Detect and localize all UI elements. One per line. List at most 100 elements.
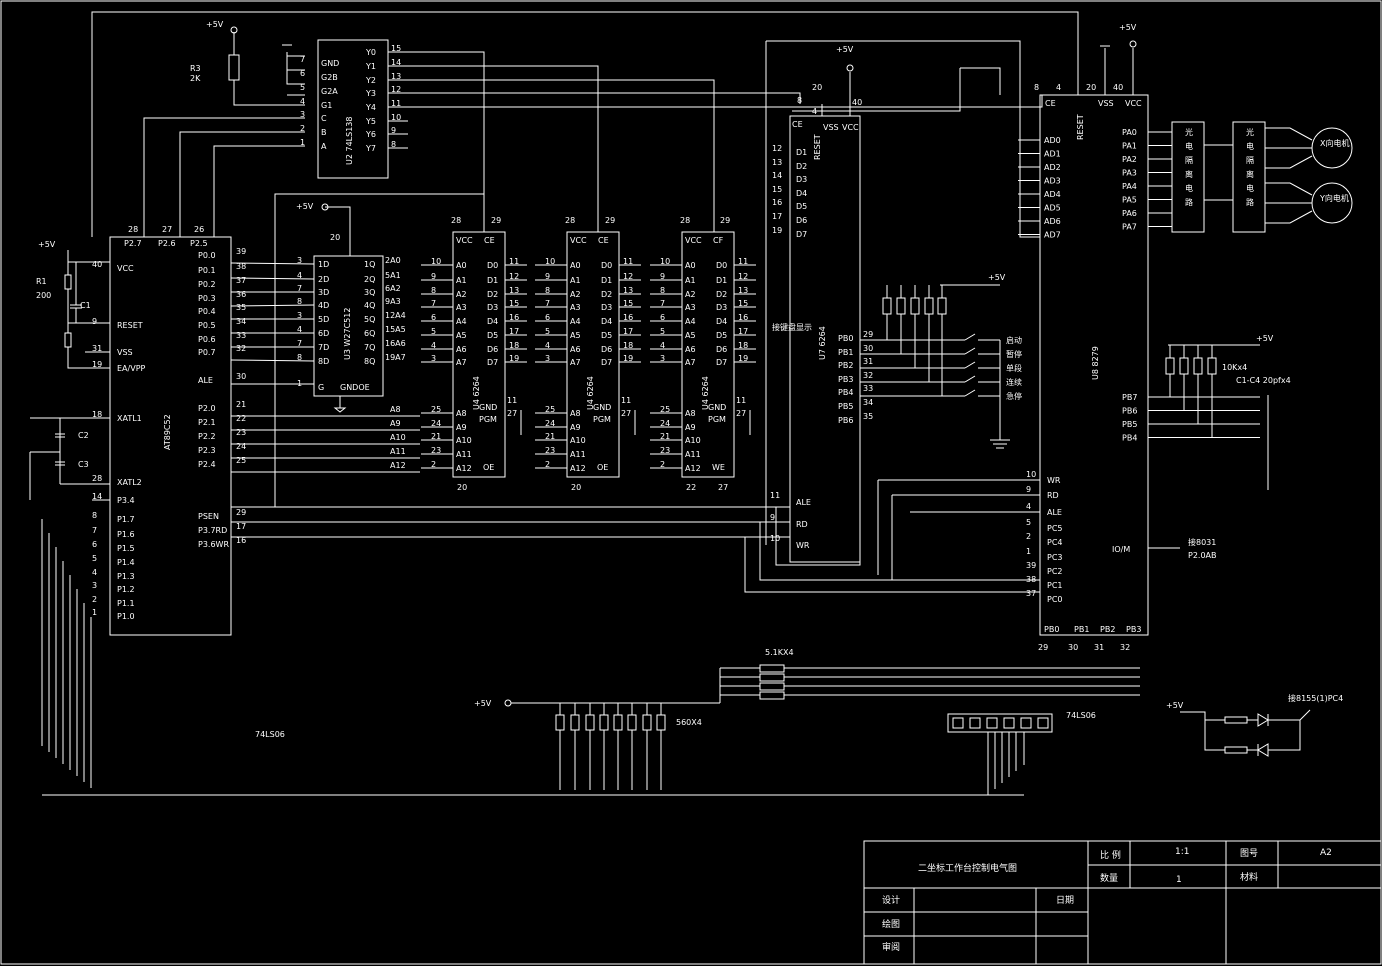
mem-pin-num: 29	[491, 216, 501, 225]
mem-pin-num: 28	[565, 216, 575, 225]
mem-pin-num: 9	[660, 272, 665, 281]
mem-pin-label: A11	[685, 450, 701, 459]
u1-pin-num: 4	[92, 568, 97, 577]
mem-pin-num: 18	[738, 341, 748, 350]
mem-pin-label: A1	[456, 276, 467, 285]
opto-label-1: 光电隔离电路	[1185, 127, 1193, 207]
mem-chip-body	[681, 231, 735, 478]
u7-pin-label: D3	[796, 175, 807, 184]
mem-pin-label: A7	[685, 358, 696, 367]
mem-pin-num: 11	[738, 257, 748, 266]
mem-pin-label: CE	[484, 236, 495, 245]
u1-pin-num: 22	[236, 414, 246, 423]
u1-pin-num: 29	[236, 508, 246, 517]
u8-pa-label: PA4	[1122, 182, 1137, 191]
mem-pin-label: A9	[456, 423, 467, 432]
u8-ad-label: AD7	[1044, 231, 1061, 240]
u8-ad-label: AD3	[1044, 177, 1061, 186]
mem-chip-name: U4 6264	[701, 376, 710, 410]
mem-pin-label: D4	[716, 317, 727, 326]
drive-section: 光电隔离电路 光电隔离电路 X向电机 Y向电机	[1171, 121, 1353, 233]
mem-pin-label: A6	[685, 345, 696, 354]
display-digit	[1037, 717, 1049, 729]
mem-pin-label: D7	[487, 358, 498, 367]
u7-pin-label: ALE	[796, 498, 811, 507]
p0-bus-wires	[230, 262, 315, 362]
u8-bottom-label: PB1	[1074, 625, 1089, 634]
u1-pin-label: P2.1	[198, 418, 216, 427]
u8-vss: VSS	[1098, 99, 1114, 108]
u1-pin-num: 17	[236, 522, 246, 531]
u1-pin-num: 34	[236, 317, 246, 326]
u8-pa-label: PA3	[1122, 169, 1137, 178]
u8-pin-num: 5	[1026, 518, 1031, 527]
mem-inner-label: GND	[479, 403, 497, 412]
mem-pin-num: 19	[509, 354, 519, 363]
u1-pin-label: P0.4	[198, 307, 216, 316]
mem-pin-label: D1	[716, 276, 727, 285]
tb-design-label: 设计	[882, 894, 900, 906]
mem-pin-num: 9	[431, 272, 436, 281]
u1-pin-label: P0.3	[198, 294, 216, 303]
mem-inner-label: PGM	[708, 415, 726, 424]
u2-pin-num: 11	[391, 99, 401, 108]
r3-group: +5V R3 2K	[190, 20, 292, 83]
mem-pin-label: A1	[685, 276, 696, 285]
mem-pin-num: 15	[623, 299, 633, 308]
display-resistor-560	[627, 714, 637, 731]
u3-pin-label: 3Q	[364, 288, 375, 297]
u2-pin-label: Y5	[365, 117, 376, 126]
u1-pin-num: 39	[236, 247, 246, 256]
u7-supply: +5V	[836, 45, 854, 54]
mem-pin-num: 19	[738, 354, 748, 363]
display-resistor-560	[585, 714, 595, 731]
mem-pin-label: CF	[713, 236, 724, 245]
u8-bottom-label: PB0	[1044, 625, 1059, 634]
u7-40-num: 40	[852, 98, 862, 107]
r3-supply: +5V	[206, 20, 224, 29]
u8-pin-label: PC2	[1047, 567, 1063, 576]
c1-label: C1	[80, 301, 91, 310]
c2-label: C2	[78, 431, 89, 440]
mem-pin-num: 17	[623, 327, 633, 336]
u3-pin-num: 12A4	[385, 311, 406, 320]
u1-pin-label: P1.4	[117, 558, 135, 567]
u1-pin-label: P1.0	[117, 612, 135, 621]
tb-drawno-label: 图号	[1240, 848, 1258, 859]
u8-name: U8 8279	[1091, 346, 1100, 380]
mem-pin-num: 18	[623, 341, 633, 350]
diode-supply: +5V	[1166, 701, 1184, 710]
x-motor-label: X向电机	[1320, 138, 1349, 148]
p0-wire	[230, 262, 315, 265]
u1-pin-label: P1.1	[117, 599, 135, 608]
u7-pb-num: 34	[863, 398, 873, 407]
mem-pin-label: D6	[601, 345, 612, 354]
display-resistor-560	[555, 714, 565, 731]
display-resistor-560	[599, 714, 609, 731]
mem-pin-label: A12	[570, 464, 586, 473]
r1-label: R1	[36, 277, 47, 286]
mem-inner-label: GND	[708, 403, 726, 412]
u7-reset: RESET	[813, 134, 822, 160]
mem-chip-name: U4 6264	[472, 376, 481, 410]
u8-pin-num: 10	[1026, 470, 1036, 479]
u8-pin-label: PC5	[1047, 524, 1063, 533]
ls06-label-b: 74LS06	[1066, 711, 1096, 720]
u1-pin-num: 31	[92, 344, 102, 353]
u1-top-label: P2.5	[190, 239, 208, 248]
mem-pin-label: D3	[716, 303, 727, 312]
r1-resistor	[64, 274, 72, 290]
mem-pin-label: A11	[456, 450, 472, 459]
u1-name: AT89C52	[163, 414, 172, 450]
u2-pin-label: B	[321, 128, 327, 137]
u3-pin-label: 8D	[318, 357, 329, 366]
addr-label: A11	[390, 447, 406, 456]
switch-label: 急停	[1006, 391, 1022, 401]
display-digit	[969, 717, 981, 729]
mem-pin-label: D7	[601, 358, 612, 367]
u7-name: U7 6264	[818, 326, 827, 360]
mem-pin-label: D7	[716, 358, 727, 367]
mem-pin-label: D6	[487, 345, 498, 354]
